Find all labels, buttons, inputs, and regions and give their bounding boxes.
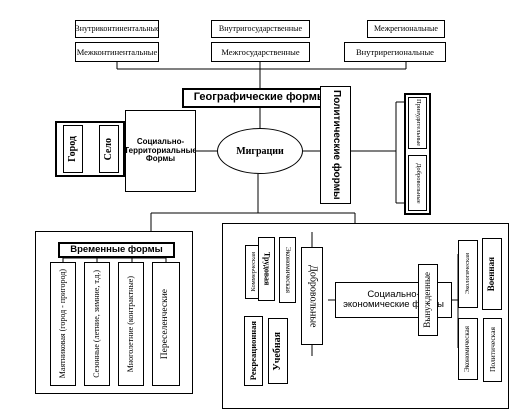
economic-left-label: Экономическая (284, 247, 293, 293)
geo-col2-bottom: Межгосударственные (211, 42, 310, 62)
left-group-frame (55, 121, 125, 177)
forced-socio-box: Вынужденные (418, 264, 438, 336)
temporal-item-4: Переселенческие (152, 262, 180, 386)
military-label: Военная (486, 256, 497, 292)
political-socio-box: Политическая (483, 318, 502, 382)
village-box: Село (99, 125, 119, 173)
geo-col1-bottom: Межконтинентальные (75, 42, 159, 62)
geo-col1-top-label: Внутриконтинентальные (75, 23, 159, 33)
geo-col2-top-label: Внутригосударственные (218, 23, 303, 33)
temporal-title: Временные формы (58, 242, 175, 258)
commercial-label: Коммерческая (249, 252, 257, 292)
temporal-item-2: Сезонные (летние, зимние, т.д.) (84, 262, 110, 386)
voluntary-label: Добровольные (414, 162, 422, 204)
recreational-box: Рекреационная (244, 316, 263, 386)
geo-col3-top-label: Межрегиональные (374, 23, 438, 33)
geo-col1-bottom-label: Межконтинентальные (76, 46, 158, 57)
voluntary-box: Добровольные (408, 155, 427, 211)
educational-label: Учебная (271, 331, 283, 371)
political-title-label: Политические формы (330, 90, 342, 200)
socio-panel (222, 223, 509, 409)
city-box: Город (63, 125, 83, 173)
migration-center-label: Миграции (236, 145, 284, 157)
geo-col2-top: Внутригосударственные (211, 20, 310, 38)
temporal-panel (35, 231, 193, 394)
geo-col2-bottom-label: Межгосударственные (221, 46, 300, 57)
temporal-item-3: Многолетние (контрактные) (118, 262, 144, 386)
city-label: Город (66, 136, 78, 162)
temporal-item-3-label: Многолетние (контрактные) (125, 275, 135, 373)
labor-box: Трудовая (258, 237, 275, 301)
forced-label: Принудительные (414, 99, 422, 147)
military-box: Военная (482, 238, 502, 310)
educational-box: Учебная (268, 318, 288, 384)
labor-label: Трудовая (262, 252, 272, 286)
temporal-item-2-label: Сезонные (летние, зимние, т.д.) (91, 270, 101, 378)
temporal-item-1: Маятниковая (город - пригород) (50, 262, 76, 386)
temporal-item-1-label: Маятниковая (город - пригород) (57, 269, 67, 379)
forced-box: Принудительные (408, 97, 427, 149)
temporal-title-label: Временные формы (70, 244, 163, 256)
voluntary-socio-box: Добровольные (301, 247, 323, 345)
political-title: Политические формы (320, 86, 351, 204)
political-group-frame (404, 93, 431, 215)
socio-title-label: Социально-экономические формы (343, 289, 444, 310)
ecological-box: Экологическая (458, 240, 478, 308)
geo-col3-bottom: Внутрирегиональные (344, 42, 446, 62)
economic-right-label: Экономическая (463, 326, 472, 372)
ecological-label: Экологическая (463, 253, 471, 295)
geo-col1-top: Внутриконтинентальные (75, 20, 159, 38)
economic-box-left: Экономическая (279, 237, 296, 303)
geo-title: Географические формы (182, 88, 338, 108)
socio-territorial-title: Социально-Территориальные Формы (125, 110, 196, 192)
geo-title-label: Географические формы (193, 91, 327, 104)
geo-col3-bottom-label: Внутрирегиональные (356, 46, 434, 57)
recreational-label: Рекреационная (248, 321, 259, 381)
migration-center: Миграции (217, 128, 303, 174)
socio-territorial-label: Социально-Территориальные Формы (125, 137, 196, 164)
economic-box-right: Экономическая (458, 318, 478, 380)
voluntary-socio-label: Добровольные (307, 264, 319, 328)
political-socio-label: Политическая (487, 327, 497, 373)
geo-col3-top: Межрегиональные (367, 20, 445, 38)
temporal-item-4-label: Переселенческие (160, 288, 171, 360)
forced-socio-label: Вынужденные (422, 272, 433, 328)
village-label: Село (102, 137, 114, 161)
